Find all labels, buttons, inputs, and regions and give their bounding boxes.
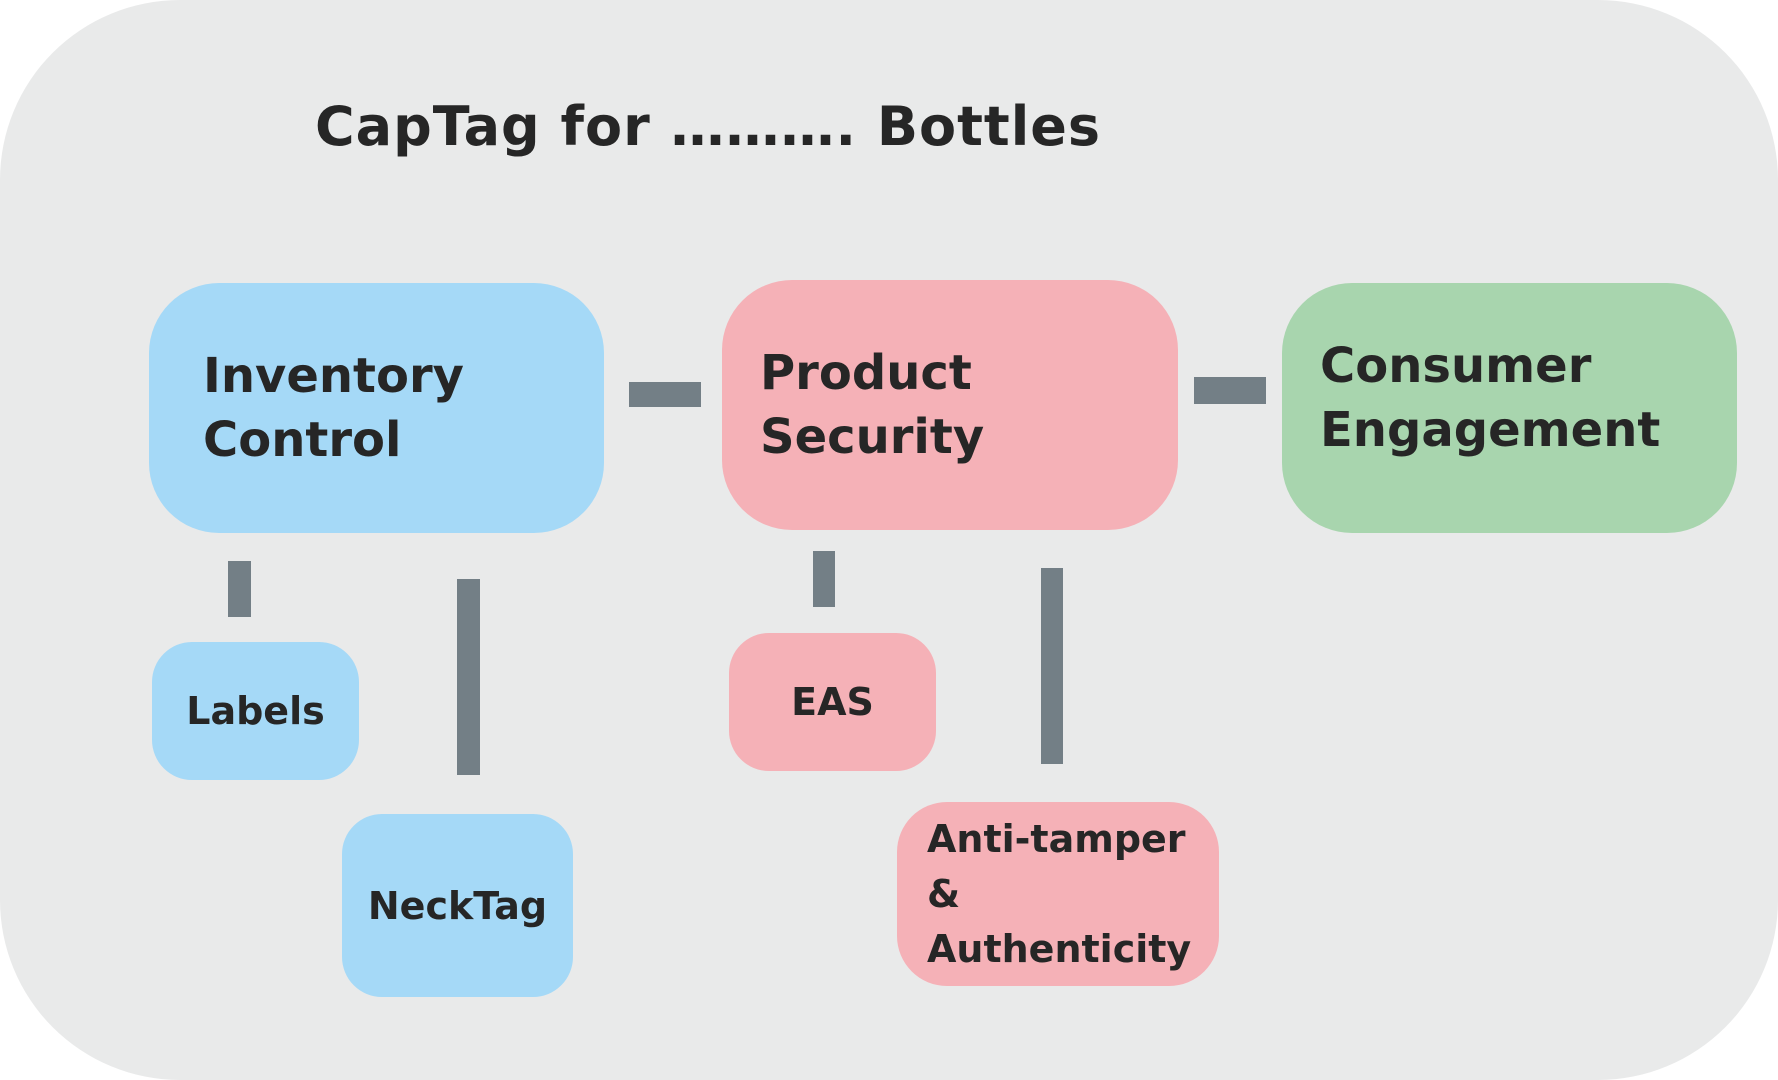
consumer-engagement-line-1: Consumer — [1320, 338, 1592, 394]
connector-inventory-security — [629, 382, 701, 407]
eas-box: EAS — [729, 633, 936, 771]
product-security-line-2: Security — [760, 409, 985, 465]
anti-tamper-line-1: Anti-tamper — [927, 816, 1186, 861]
anti-tamper-line-3: Authenticity — [927, 926, 1192, 971]
product-security-line-1: Product — [760, 345, 972, 401]
labels-box: Labels — [152, 642, 359, 780]
labels-label: Labels — [186, 689, 325, 733]
anti-tamper-line-2: & — [927, 871, 961, 916]
connector-security-eas — [813, 551, 835, 607]
inventory-control-line-1: Inventory — [203, 348, 464, 404]
inventory-control-box: Inventory Control — [149, 283, 604, 533]
eas-label: EAS — [791, 680, 874, 724]
inventory-control-line-2: Control — [203, 412, 402, 468]
consumer-engagement-line-2: Engagement — [1320, 402, 1661, 458]
necktag-label: NeckTag — [367, 883, 548, 928]
connector-security-engagement — [1194, 377, 1266, 404]
diagram-title: CapTag for ………. Bottles — [315, 95, 1101, 158]
product-security-box: Product Security — [722, 280, 1178, 530]
anti-tamper-box: Anti-tamper & Authenticity — [897, 802, 1219, 986]
consumer-engagement-box: Consumer Engagement — [1282, 283, 1737, 533]
necktag-box: NeckTag — [342, 814, 573, 997]
connector-inventory-labels — [228, 561, 251, 617]
connector-security-antitamper — [1041, 568, 1063, 764]
connector-inventory-necktag — [457, 579, 480, 775]
